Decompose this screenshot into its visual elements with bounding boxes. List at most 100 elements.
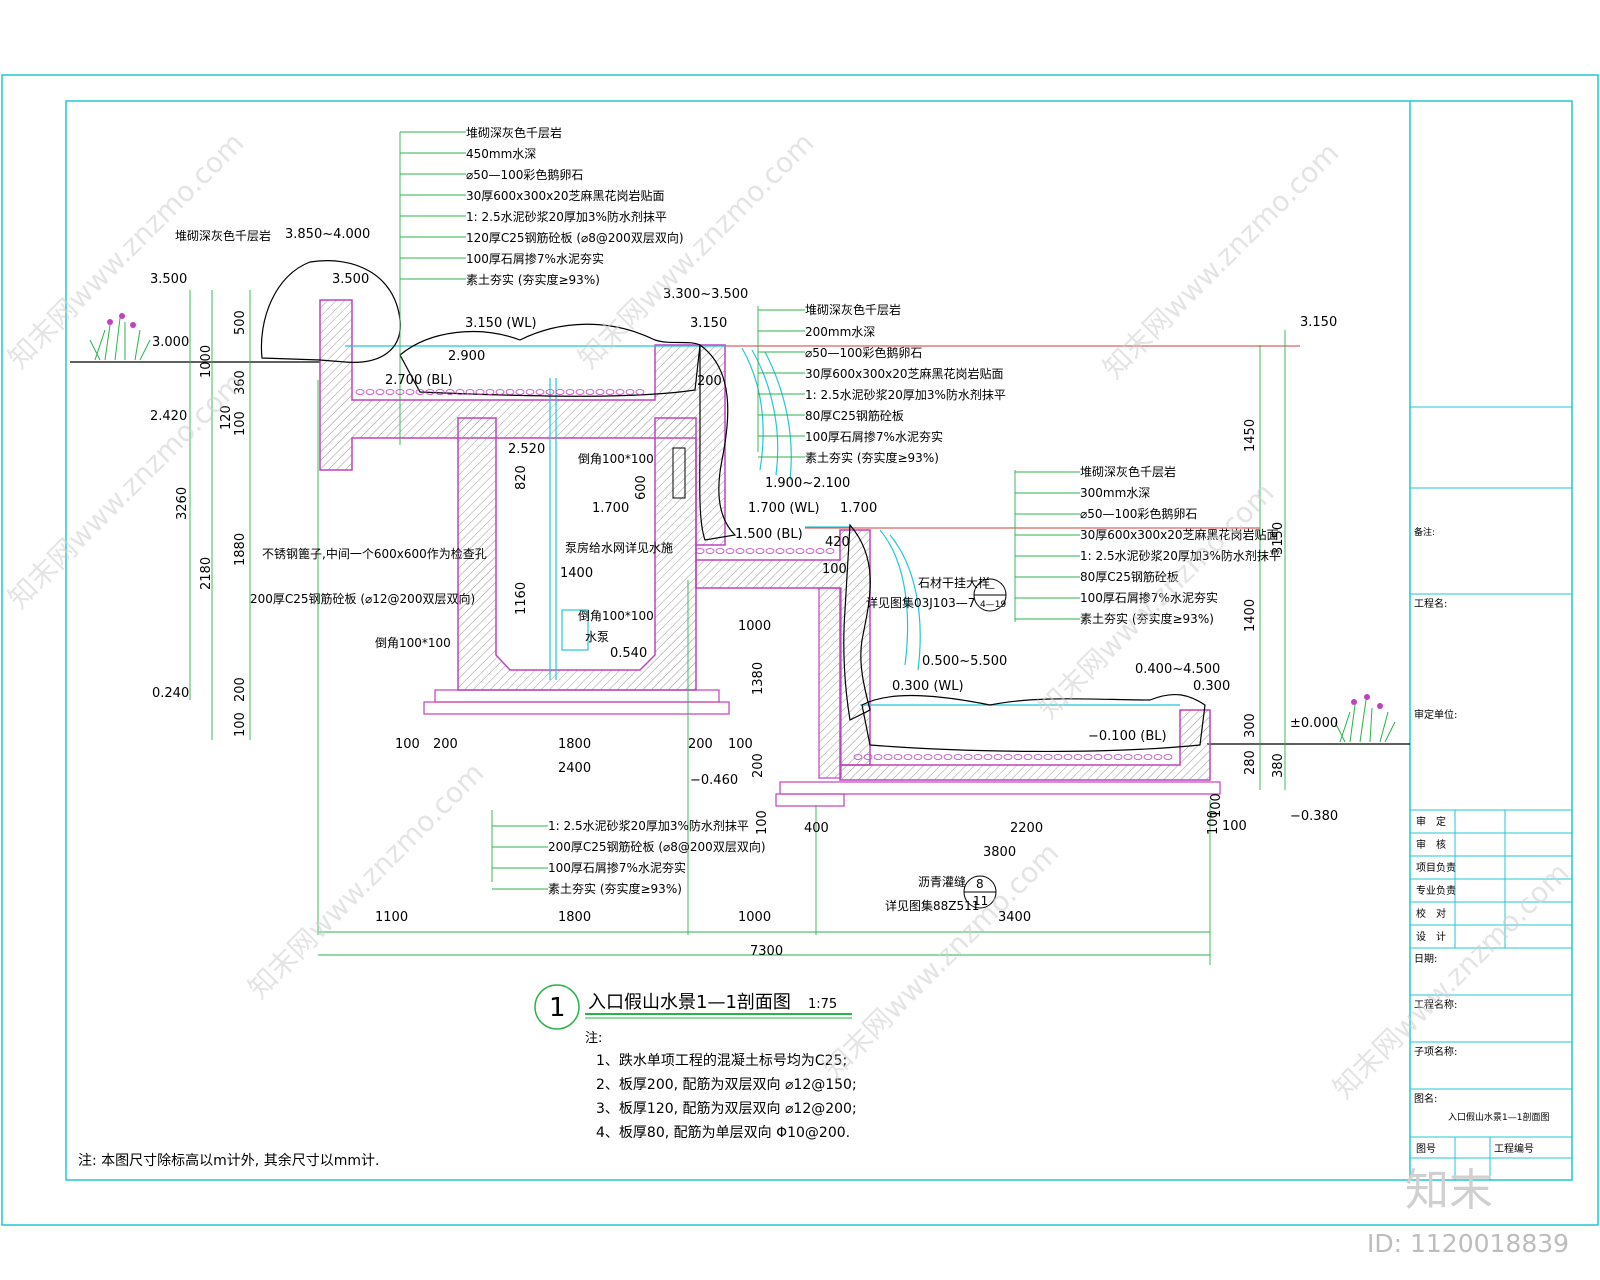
label-chamfer1: 倒角100*100: [578, 452, 654, 466]
pebble: [425, 389, 435, 395]
side-date: 日期:: [1414, 953, 1437, 965]
dims-bottom: 100 200 1800 200 100 2400 100 400 2200 1…: [375, 737, 1221, 959]
dim-inner-2: 1400: [560, 566, 593, 581]
layers-top-list: 堆砌深灰色千层岩 450mm水深 ⌀50—100彩色鹅卵石 30厚600x300…: [466, 125, 684, 287]
note-1: 1、跌水单项工程的混凝土标号均为C25;: [596, 1053, 847, 1069]
elev-10: 0.240: [152, 686, 189, 701]
layer-top-7: 素土夯实 (夯实度≥93%): [466, 272, 600, 287]
pebble: [1093, 754, 1103, 760]
elev-6: 2.700 (BL): [385, 373, 453, 388]
dim-right-7: 100: [1222, 819, 1247, 834]
layer-mid-4: 1: 2.5水泥砂浆20厚加3%防水剂抹平: [805, 387, 1006, 402]
asphalt-circle-bot: 11: [973, 894, 988, 908]
layer-mid-2: ⌀50—100彩色鹅卵石: [805, 346, 922, 360]
elev-15: 1.700: [840, 501, 877, 516]
pebble: [485, 389, 495, 395]
pebble: [415, 389, 425, 395]
pebble: [505, 389, 515, 395]
dim-left-4: 100: [233, 411, 248, 436]
pebble: [1023, 754, 1033, 760]
layer-low-4: 1: 2.5水泥砂浆20厚加3%防水剂抹平: [1080, 548, 1281, 563]
elev-26: 3.150: [1300, 315, 1337, 330]
side-reviewer: 工程名:: [1414, 597, 1447, 610]
leader-ticks: [400, 131, 1080, 890]
layer-bottom-1: 200厚C25钢筋砼板 (⌀8@200双层双向): [548, 839, 766, 854]
pebble: [475, 389, 485, 395]
dims-inner: 820 600 1400 1160 200 420 100 1000 1380 …: [514, 374, 850, 778]
dim-left-2: 360: [233, 370, 248, 395]
pebble: [963, 754, 973, 760]
side-drawing-no: 图号: [1416, 1143, 1436, 1155]
label-stone: 石材干挂大样: [918, 575, 990, 590]
elev-2: 3.500: [332, 272, 369, 287]
layer-mid-6: 100厚石屑掺7%水泥夯实: [805, 429, 943, 444]
pebble: [535, 389, 545, 395]
pump-unit: [561, 609, 589, 651]
dim-b3-3: 3400: [998, 910, 1031, 925]
leaders: [317, 132, 1211, 965]
dim-right-3: 300: [1243, 713, 1258, 738]
layer-mid-3: 30厚600x300x20芝麻黑花岗岩贴面: [805, 366, 1004, 381]
elev-5: 2.900: [448, 349, 485, 364]
pebble: [455, 389, 465, 395]
notes-header: 注:: [585, 1031, 602, 1046]
pebble: [715, 548, 725, 554]
watermark-6: 知末网www.znzmo.com: [242, 756, 491, 1005]
left-dim-lines: [189, 290, 1286, 790]
label-pump-pipe: 泵房给水网详见水施: [565, 540, 673, 555]
pebble: [625, 389, 635, 395]
elev-12: 3.150: [690, 316, 727, 331]
ground-lines: [70, 361, 1410, 745]
label-chamfer2: 倒角100*100: [578, 609, 654, 623]
pebble: [795, 548, 805, 554]
pebble: [765, 548, 775, 554]
elev-4: 3.150 (WL): [465, 316, 537, 331]
pebble: [893, 754, 903, 760]
id-text: ID: 1120018839: [1367, 1229, 1569, 1258]
label-asphalt-ref: 详见图集88Z511: [885, 898, 979, 913]
layer-mid-0: 堆砌深灰色千层岩: [805, 302, 901, 317]
pebble: [435, 389, 445, 395]
dims-left: 500 1000 360 120 100 3260 2180 1880 200 …: [175, 310, 248, 737]
pebble: [1163, 754, 1173, 760]
pebble: [775, 548, 785, 554]
side-row-4: 校 对: [1416, 907, 1446, 920]
dim-b3-2: 1000: [738, 910, 771, 925]
pebble: [1073, 754, 1083, 760]
wl-lines: [725, 345, 1300, 529]
pebble: [903, 754, 913, 760]
dim-b2-4: 3800: [983, 845, 1016, 860]
pebble: [355, 389, 365, 395]
note-2: 2、板厚200, 配筋为双层双向 ⌀12@150;: [596, 1076, 857, 1093]
middle-pond-structure: [695, 529, 871, 766]
pebble: [555, 389, 565, 395]
side-row-5: 设 计: [1416, 930, 1446, 943]
layer-bottom-2: 100厚石屑掺7%水泥夯实: [548, 860, 686, 875]
pebble: [1053, 754, 1063, 760]
watermark-1: 知末网www.znzmo.com: [2, 126, 251, 375]
label-tank-slab: 200厚C25钢筋砼板 (⌀12@200双层双向): [250, 591, 475, 606]
pebble: [993, 754, 1003, 760]
elev-17: 0.500~5.500: [922, 654, 1007, 669]
pebble: [973, 754, 983, 760]
dim-right-2: 1400: [1243, 599, 1258, 632]
side-row-3: 专业负责: [1416, 884, 1456, 897]
side-panel: 备注: 工程名: 审定单位: 审 定 审 核 项目负责 专业负责 校 对 设 计…: [1414, 526, 1549, 1155]
side-design-no: 工程编号: [1494, 1142, 1534, 1155]
pebble: [705, 548, 715, 554]
pebble: [825, 548, 835, 554]
elev-8: 2.520: [508, 442, 545, 457]
dim-total: 7300: [750, 944, 783, 959]
dim-right-1: 3150: [1271, 522, 1286, 555]
pebble: [495, 389, 505, 395]
pebble: [785, 548, 795, 554]
chamber-footing: [434, 689, 720, 703]
layer-top-2: ⌀50—100彩色鹅卵石: [466, 168, 583, 182]
layer-top-6: 100厚石屑掺7%水泥夯实: [466, 251, 604, 266]
pebble: [913, 754, 923, 760]
pebble: [953, 754, 963, 760]
title-text: 入口假山水景1—1剖面图: [588, 992, 791, 1013]
elev-11: 3.300~3.500: [663, 287, 748, 302]
pebble: [445, 389, 455, 395]
pebble: [983, 754, 993, 760]
